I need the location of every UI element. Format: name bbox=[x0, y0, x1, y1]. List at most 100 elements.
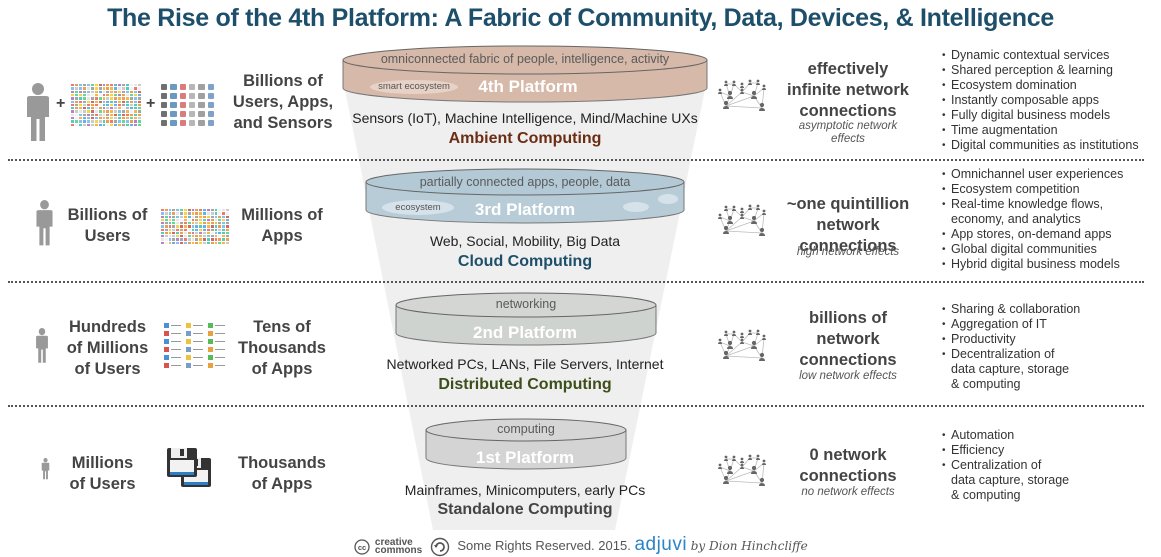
app-tile bbox=[90, 107, 94, 110]
app-tile bbox=[168, 241, 172, 244]
network-edge bbox=[725, 105, 763, 109]
app-tile bbox=[187, 235, 191, 238]
benefit-item: Digital communities as institutions bbox=[942, 138, 1139, 153]
era-label: Distributed Computing bbox=[438, 376, 612, 393]
network-node bbox=[740, 338, 744, 344]
app-tile bbox=[203, 228, 206, 231]
app-tile bbox=[164, 212, 168, 215]
app-tile bbox=[110, 90, 114, 93]
network-edge bbox=[725, 216, 743, 232]
rights-text: Some Rights Reserved. 2015. bbox=[457, 538, 631, 553]
technologies-text: Networked PCs, LANs, File Servers, Inter… bbox=[386, 356, 664, 372]
app-tile bbox=[130, 110, 134, 113]
app-tile bbox=[78, 100, 82, 103]
sensor-device bbox=[170, 93, 177, 99]
app-tile bbox=[203, 238, 206, 241]
app-tile bbox=[195, 222, 199, 225]
network-edge bbox=[719, 341, 731, 347]
desktop-app-item bbox=[208, 339, 227, 344]
app-tile bbox=[168, 209, 172, 212]
app-tile bbox=[94, 84, 98, 87]
app-tile bbox=[90, 113, 94, 117]
app-tile bbox=[134, 107, 138, 110]
app-tile bbox=[106, 107, 110, 110]
app-tile bbox=[71, 100, 74, 103]
app-tile bbox=[176, 222, 180, 225]
app-tile bbox=[102, 117, 106, 120]
divider bbox=[8, 159, 1144, 161]
app-tile bbox=[161, 241, 164, 244]
app-tile bbox=[195, 212, 199, 215]
network-edge bbox=[719, 466, 731, 472]
app-tile bbox=[82, 93, 86, 97]
desktop-app-item bbox=[164, 363, 183, 368]
network-node bbox=[718, 338, 722, 344]
sensor-device bbox=[161, 84, 168, 90]
app-tile bbox=[122, 87, 126, 90]
app-tile bbox=[82, 117, 86, 120]
network-icon bbox=[718, 204, 766, 236]
person-icon bbox=[36, 328, 48, 363]
app-tile bbox=[74, 120, 78, 123]
app-tile bbox=[218, 231, 222, 235]
desktop-app-item bbox=[186, 347, 205, 352]
app-tile bbox=[118, 110, 122, 113]
network-node bbox=[740, 332, 744, 338]
app-tile bbox=[210, 238, 214, 241]
platform-label: 4th Platform bbox=[478, 77, 578, 96]
app-tile bbox=[176, 235, 180, 238]
app-tile bbox=[110, 93, 114, 97]
app-tile bbox=[206, 228, 210, 231]
app-tile bbox=[71, 120, 74, 123]
app-tile bbox=[98, 107, 102, 110]
app-tile bbox=[122, 117, 126, 120]
app-tile bbox=[138, 100, 141, 103]
app-tile bbox=[90, 93, 94, 97]
app-tile bbox=[78, 103, 82, 107]
network-edge bbox=[741, 466, 755, 472]
app-tile bbox=[110, 123, 114, 126]
desktop-app-item bbox=[186, 355, 205, 360]
app-tile bbox=[102, 97, 106, 100]
app-tile bbox=[102, 107, 106, 110]
app-tile bbox=[191, 212, 195, 215]
network-icon bbox=[718, 329, 766, 361]
app-tile bbox=[214, 235, 218, 238]
app-tile bbox=[138, 93, 141, 97]
app-tile bbox=[71, 84, 74, 87]
app-tile bbox=[161, 231, 164, 235]
app-tile bbox=[180, 228, 183, 231]
app-tile bbox=[183, 238, 187, 241]
app-tile bbox=[126, 123, 130, 126]
app-tile bbox=[161, 225, 164, 228]
app-tile bbox=[226, 238, 229, 241]
app-tile bbox=[90, 120, 94, 123]
app-tile bbox=[90, 97, 94, 100]
app-mosaic-icon bbox=[71, 84, 141, 126]
app-tile bbox=[214, 225, 218, 228]
app-tile bbox=[176, 231, 180, 235]
app-tile bbox=[199, 241, 203, 244]
app-tile bbox=[106, 120, 110, 123]
app-tile bbox=[71, 107, 74, 110]
app-tile bbox=[126, 97, 130, 100]
app-tile bbox=[74, 113, 78, 117]
app-tile bbox=[183, 218, 187, 222]
network-node bbox=[724, 330, 728, 336]
app-tile bbox=[82, 107, 86, 110]
sensor-device bbox=[198, 84, 205, 90]
app-tile bbox=[94, 100, 98, 103]
disk-pill: smart ecosystem bbox=[370, 80, 458, 94]
app-tile bbox=[122, 93, 126, 97]
sensor-device bbox=[170, 120, 177, 126]
app-tile bbox=[199, 209, 203, 212]
network-node bbox=[759, 102, 765, 111]
app-tile bbox=[187, 228, 191, 231]
sensor-device bbox=[161, 102, 168, 108]
network-effects-label: asymptotic network effects bbox=[798, 120, 898, 145]
app-tile bbox=[168, 231, 172, 235]
app-tile bbox=[187, 215, 191, 218]
app-tile bbox=[187, 209, 191, 212]
app-tile bbox=[126, 87, 130, 90]
app-tile bbox=[203, 209, 206, 212]
